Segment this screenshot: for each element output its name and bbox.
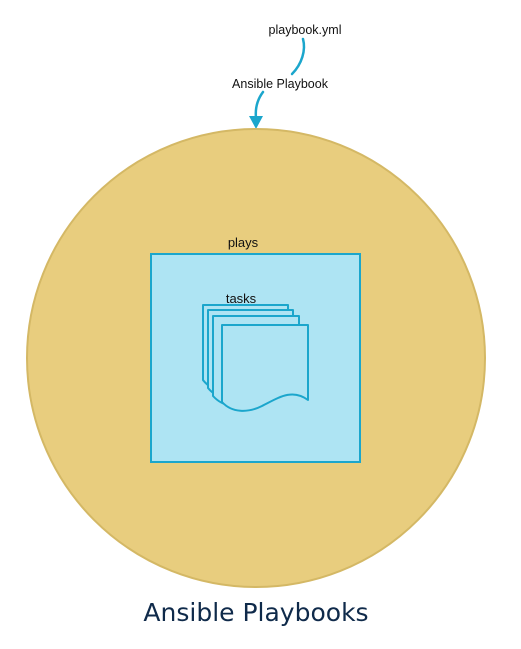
diagram-title: Ansible Playbooks	[143, 598, 368, 627]
tasks-stack-icon	[202, 304, 309, 412]
file-label: playbook.yml	[269, 23, 342, 37]
task-page-front	[221, 324, 309, 412]
playbook-arrow-line	[254, 90, 265, 120]
playbook-arrow-head	[249, 116, 263, 129]
file-connector	[290, 37, 306, 76]
playbook-label: Ansible Playbook	[232, 77, 329, 91]
tasks-label: tasks	[226, 291, 257, 306]
plays-label: plays	[228, 235, 259, 250]
